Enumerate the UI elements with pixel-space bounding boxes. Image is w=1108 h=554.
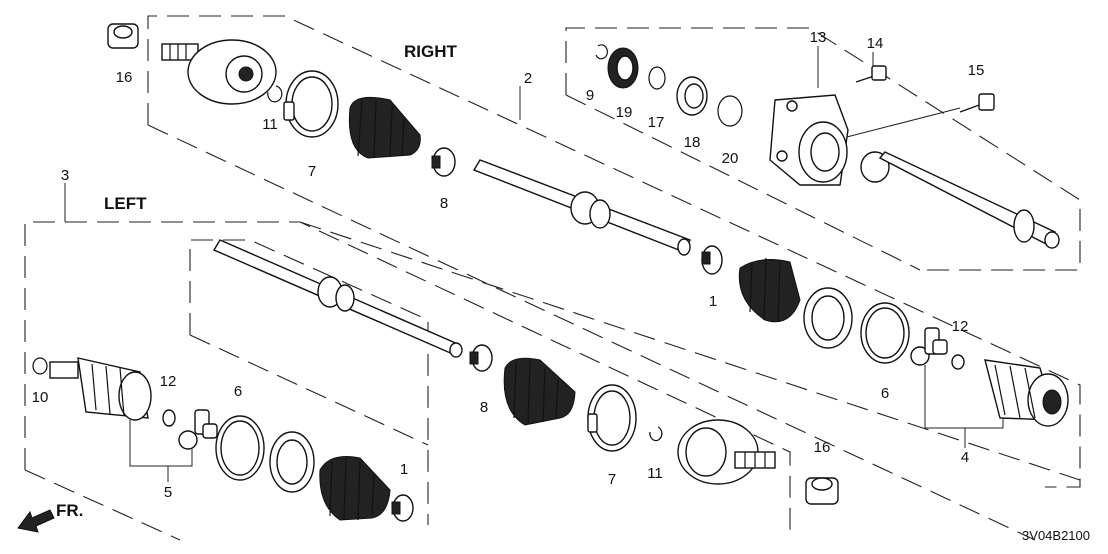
circlip-11-right[interactable] — [267, 85, 283, 103]
callout-11b: 11 — [647, 465, 663, 482]
boot-ring-left[interactable] — [269, 431, 315, 493]
boot-band-7-right[interactable] — [283, 70, 339, 138]
band-1-left[interactable] — [391, 494, 414, 522]
callout-labels: 1 1 2 3 4 5 6 6 7 7 8 8 9 10 11 11 12 12… — [32, 29, 985, 501]
cv-boot-right-outer[interactable] — [348, 96, 421, 159]
callout-12b: 12 — [160, 373, 177, 390]
clip-9[interactable] — [595, 44, 608, 60]
circlip-11-left[interactable] — [649, 426, 663, 442]
callout-7b: 7 — [608, 471, 616, 488]
half-shaft-left[interactable] — [212, 239, 463, 358]
callout-8b: 8 — [480, 399, 488, 416]
callout-8a: 8 — [440, 195, 448, 212]
callout-16a: 16 — [116, 69, 133, 86]
snap-ring-12-right[interactable] — [951, 354, 965, 370]
callout-10: 10 — [32, 389, 49, 406]
cv-boot-left-outer[interactable] — [503, 357, 576, 426]
callout-7a: 7 — [308, 163, 316, 180]
band-8-left[interactable] — [469, 344, 493, 372]
section-label-left: LEFT — [104, 194, 147, 213]
diagram-code: 3V04B2100 — [1022, 528, 1090, 543]
inner-joint-housing-left[interactable] — [49, 357, 152, 421]
cv-boot-right-inner[interactable] — [738, 257, 801, 323]
callout-11a: 11 — [262, 116, 278, 133]
band-1-right[interactable] — [701, 245, 723, 275]
front-direction-arrow: FR. — [17, 501, 83, 533]
direction-label: FR. — [56, 501, 83, 520]
circlip-10[interactable] — [32, 357, 48, 375]
boot-band-6-left[interactable] — [215, 415, 265, 481]
snap-ring-20[interactable] — [717, 95, 743, 127]
callout-1b: 1 — [400, 461, 408, 478]
callout-18: 18 — [684, 134, 701, 151]
bearing-18[interactable] — [676, 76, 708, 116]
boot-ring-right[interactable] — [803, 287, 853, 349]
nut-16-top[interactable] — [107, 23, 139, 49]
boot-band-6-right[interactable] — [860, 302, 910, 364]
callout-13: 13 — [810, 29, 827, 46]
inner-joint-housing-right[interactable] — [984, 359, 1069, 427]
snap-ring-17[interactable] — [648, 66, 666, 90]
callout-5: 5 — [164, 484, 172, 501]
bolt-15[interactable] — [959, 93, 995, 113]
callout-16b: 16 — [814, 439, 831, 456]
half-shaft-right[interactable] — [472, 159, 691, 256]
callout-19: 19 — [616, 104, 633, 121]
callout-2: 2 — [524, 70, 532, 87]
group-outlines — [24, 15, 1081, 541]
callout-6a: 6 — [881, 385, 889, 402]
outer-cv-joint-left[interactable] — [677, 419, 776, 485]
callout-14: 14 — [867, 35, 884, 52]
callout-17: 17 — [648, 114, 665, 131]
bearing-bracket-13[interactable] — [769, 94, 849, 186]
callout-20: 20 — [722, 150, 739, 167]
callout-9: 9 — [586, 87, 594, 104]
tripod-spider-left[interactable] — [178, 409, 218, 450]
seal-19[interactable] — [607, 47, 639, 89]
callout-1a: 1 — [709, 293, 717, 310]
outer-cv-joint-right[interactable] — [161, 39, 277, 105]
callout-12a: 12 — [952, 318, 969, 335]
callout-4: 4 — [961, 449, 969, 466]
tripod-spider-right[interactable] — [910, 327, 948, 366]
boot-band-7-left[interactable] — [587, 384, 637, 452]
nut-16-bottom[interactable] — [805, 477, 839, 505]
cv-boot-left-inner[interactable] — [319, 456, 391, 521]
callout-15: 15 — [968, 62, 985, 79]
bolt-14[interactable] — [855, 65, 887, 83]
intermediate-shaft[interactable] — [860, 151, 1060, 249]
section-label-right: RIGHT — [404, 42, 458, 61]
callout-3: 3 — [61, 167, 69, 184]
callout-6b: 6 — [234, 383, 242, 400]
band-8-right[interactable] — [431, 147, 456, 177]
snap-ring-12-left[interactable] — [162, 409, 176, 427]
